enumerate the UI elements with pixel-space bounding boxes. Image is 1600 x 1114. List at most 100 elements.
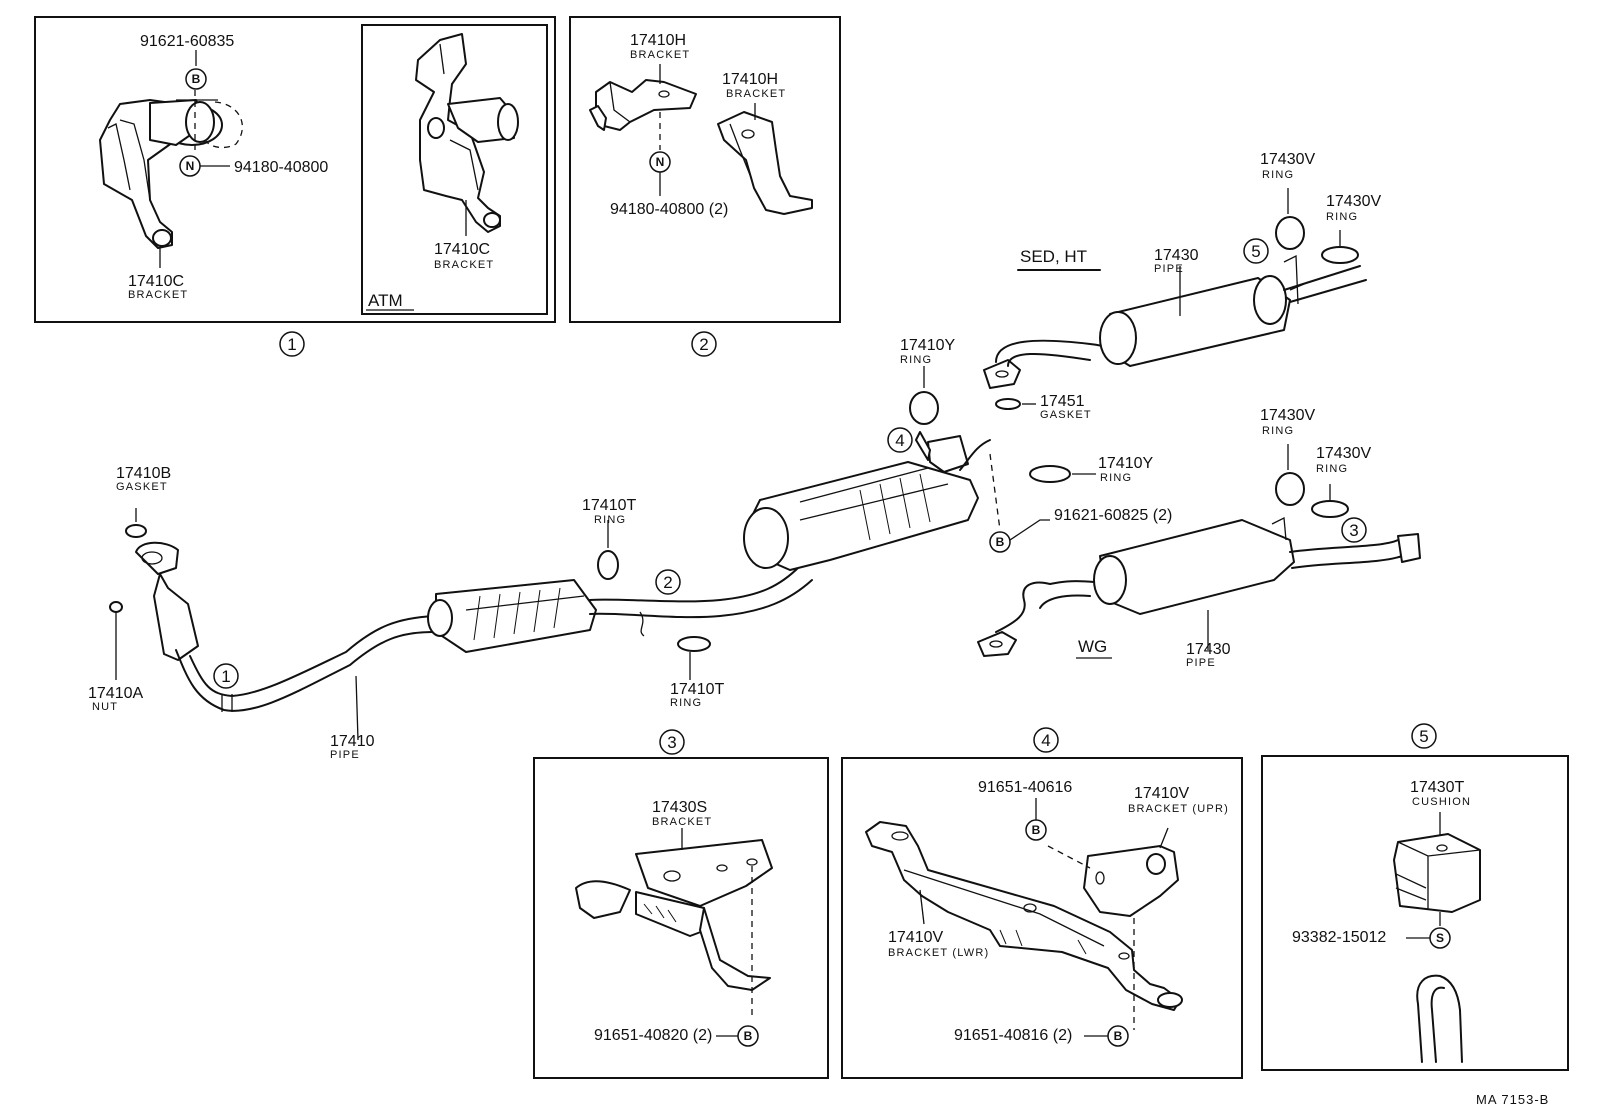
bolt-symbol-4b-letter: B (1114, 1029, 1123, 1043)
s-symbol (1429, 927, 1451, 949)
callout-3-box-text: 3 (667, 733, 676, 752)
nut-symbol-letter: N (186, 159, 195, 173)
label-17451-sub: GASKET (1040, 409, 1092, 421)
callout-4-main (887, 427, 913, 453)
label-17430t-sub: CUSHION (1412, 796, 1471, 808)
bracket-17410h-a-drawing (589, 79, 697, 131)
label-17410h-a-sub: BRACKET (630, 49, 690, 61)
callout-1-top (279, 331, 305, 357)
label-17430v-2: 17430V (1326, 193, 1381, 210)
label-17430-sed: 17430 (1154, 247, 1199, 264)
label-17410t-top: 17410T (582, 497, 636, 514)
label-17410h-a: 17410H (630, 32, 686, 49)
label-17410y-right: 17410Y (1098, 455, 1153, 472)
label-17410c-atm: 17410C (434, 241, 490, 258)
label-17410c-atm-sub: BRACKET (434, 259, 494, 271)
label-93382-15012: 93382-15012 (1292, 929, 1386, 946)
label-17410t-bottom: 17410T (670, 681, 724, 698)
label-17410y-top-sub: RING (900, 354, 932, 366)
label-17430-sed-sub: PIPE (1154, 263, 1184, 275)
label-17430v-3: 17430V (1260, 407, 1315, 424)
callout-3-main (1341, 517, 1367, 543)
label-wg: WG (1078, 637, 1107, 656)
nut-17410a-shape (109, 601, 123, 613)
label-17430v-4: 17430V (1316, 445, 1371, 462)
label-17410v-lwr-sub: BRACKET (LWR) (888, 947, 989, 959)
label-sed-ht: SED, HT (1020, 247, 1087, 266)
callout-2-top (691, 331, 717, 357)
callout-2-top-text: 2 (699, 335, 708, 354)
ring-17430v-1-shape (1275, 216, 1305, 250)
callout-5-box (1411, 723, 1437, 749)
label-17430-wg-sub: PIPE (1186, 657, 1216, 669)
label-91651-40820: 91651-40820 (2) (594, 1027, 712, 1044)
bolt-symbol-3 (737, 1025, 759, 1047)
ring-17430v-4-shape (1311, 500, 1349, 518)
bolt-symbol-4b (1107, 1025, 1129, 1047)
cushion-17430t-drawing (1393, 833, 1481, 913)
label-17451: 17451 (1040, 393, 1085, 410)
gasket-17451-shape (995, 398, 1021, 410)
label-17430v-1-sub: RING (1262, 169, 1294, 181)
bolt-symbol-main-letter: B (996, 535, 1005, 549)
bolt-symbol-main (989, 531, 1011, 553)
label-17410y-right-sub: RING (1100, 472, 1132, 484)
detail-box-2: 17410H BRACKET N 94180-40800 (2) 17410H … (569, 16, 841, 323)
detail-box-5 (1261, 755, 1569, 1071)
hanger-drawing (1416, 974, 1463, 1063)
ring-17410y-top-shape (909, 391, 939, 425)
callout-1-main (213, 663, 239, 689)
label-17430t: 17430T (1410, 779, 1464, 796)
label-94180-40800: 94180-40800 (234, 159, 328, 176)
label-17430v-4-sub: RING (1316, 463, 1348, 475)
pipe-17430-sed-drawing (983, 254, 1367, 389)
detail-box-4 (841, 757, 1243, 1079)
label-17410b: 17410B (116, 465, 171, 482)
callout-5-main (1243, 238, 1269, 264)
label-91621-60825: 91621-60825 (2) (1054, 507, 1172, 524)
detail-box-1: 91621-60835 B N 94180-40800 17410C BRACK… (34, 16, 556, 323)
label-94180-40800-2: 94180-40800 (2) (610, 201, 728, 218)
label-17410h-b-sub: BRACKET (726, 88, 786, 100)
label-91621-60835: 91621-60835 (140, 33, 234, 50)
label-atm: ATM (368, 291, 403, 310)
callout-2-main (655, 569, 681, 595)
label-17410y-top: 17410Y (900, 337, 955, 354)
ring-17410y-right-shape (1029, 465, 1071, 483)
callout-3-box (659, 729, 685, 755)
label-91651-40816: 91651-40816 (2) (954, 1027, 1072, 1044)
bracket-17410v-lwr-drawing (865, 821, 1183, 1011)
label-17430s-sub: BRACKET (652, 816, 712, 828)
callout-4-box (1033, 727, 1059, 753)
callout-1-top-text: 1 (287, 335, 296, 354)
pipe-17430-wg-drawing (977, 516, 1421, 657)
drawing-code: MA 7153-B (1476, 1092, 1549, 1107)
callout-5-box-text: 5 (1419, 727, 1428, 746)
gasket-17410b-shape (125, 524, 147, 538)
bolt-symbol-4a (1025, 819, 1047, 841)
label-17410t-bottom-sub: RING (670, 697, 702, 709)
bracket-17410c-drawing (99, 90, 243, 249)
ring-17410t-bottom-shape (677, 636, 711, 652)
bracket-17410v-upr-drawing (1083, 845, 1179, 917)
label-17410c: 17410C (128, 273, 184, 290)
ring-17410t-top-shape (597, 550, 619, 580)
label-17410v-upr: 17410V (1134, 785, 1189, 802)
label-91651-40616: 91651-40616 (978, 779, 1072, 796)
callout-1-main-text: 1 (221, 667, 230, 686)
bolt-symbol-3-letter: B (744, 1029, 753, 1043)
bolt-symbol (185, 68, 207, 90)
label-17410b-sub: GASKET (116, 481, 168, 493)
front-converter-drawing (427, 579, 597, 653)
ring-17430v-3-shape (1275, 472, 1305, 506)
label-17430v-3-sub: RING (1262, 425, 1294, 437)
bolt-symbol-4a-letter: B (1032, 823, 1041, 837)
label-17430-wg: 17430 (1186, 641, 1231, 658)
atm-bracket-drawing (415, 33, 519, 233)
nut-symbol-2-letter: N (656, 155, 665, 169)
label-17430v-2-sub: RING (1326, 211, 1358, 223)
intermediate-pipe-drawing (589, 565, 813, 637)
bracket-17410h-b-drawing (717, 111, 813, 215)
label-17430s: 17430S (652, 799, 707, 816)
